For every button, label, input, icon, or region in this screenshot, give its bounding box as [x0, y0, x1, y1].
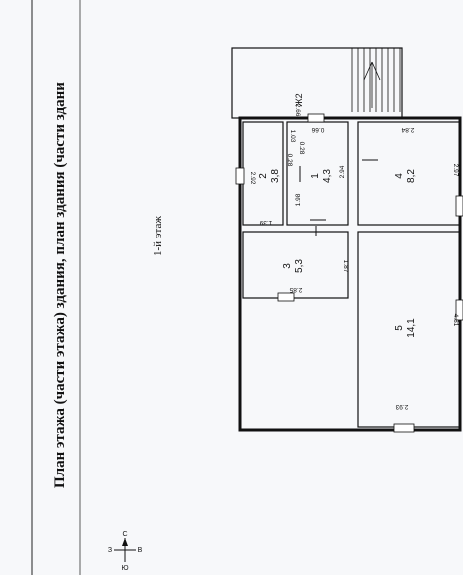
- room-3-area: 5,3: [294, 259, 305, 273]
- room-3-number: 3: [282, 263, 293, 269]
- room-labels: 2 3,8 1 4,3 4 8,2 3 5,3 5 14,1: [258, 169, 417, 338]
- compass-south: Ю: [121, 565, 128, 572]
- window: [393, 423, 415, 433]
- window: [277, 292, 295, 302]
- dimension-labels: 2.92 1.39 1.03 0.28 0.28 1.98 2.94 0.66 …: [249, 104, 459, 410]
- dim-label: 1.39: [259, 219, 272, 226]
- dim-label: 0.66: [311, 126, 324, 133]
- room-4-outline: [357, 121, 461, 226]
- room-2-area: 3,8: [270, 169, 281, 183]
- window: [455, 195, 463, 217]
- compass-east: В: [138, 547, 143, 554]
- dim-label: 2.97: [452, 164, 459, 177]
- stair-arrow-icon: [363, 61, 381, 108]
- compass-west: З: [108, 547, 112, 554]
- compass-north: С: [122, 531, 127, 538]
- dim-label: 0.28: [286, 154, 293, 167]
- room-5-area: 14,1: [406, 318, 417, 338]
- window: [307, 113, 325, 123]
- stair-label: Ж2: [294, 93, 304, 106]
- dim-label: 2.85: [289, 286, 302, 293]
- dim-label: 2.84: [401, 126, 414, 133]
- dim-label: 2.66: [294, 104, 301, 117]
- dim-label: 0.28: [298, 142, 305, 155]
- room-5-number: 5: [394, 325, 405, 331]
- room-1-number: 1: [310, 173, 321, 179]
- window: [235, 167, 245, 185]
- room-1-area: 4,3: [322, 169, 333, 183]
- porch-outline: [231, 47, 403, 119]
- dim-label: 1.03: [289, 130, 296, 143]
- dim-label: 4.81: [452, 314, 459, 327]
- dim-label: 2.94: [339, 165, 346, 178]
- room-4-area: 8,2: [406, 169, 417, 183]
- building-walls: [238, 116, 462, 432]
- dim-label: 2.92: [249, 172, 256, 185]
- room-3-outline: [242, 231, 349, 299]
- window: [455, 299, 463, 321]
- compass-icon: С Ю З В: [108, 531, 143, 572]
- stair-treads: [351, 48, 401, 112]
- dim-label: 1.98: [295, 193, 302, 206]
- room-2-number: 2: [258, 173, 269, 179]
- room-4-number: 4: [394, 173, 405, 179]
- dim-label: 1.87: [342, 260, 349, 273]
- dim-label: 2.93: [395, 403, 408, 410]
